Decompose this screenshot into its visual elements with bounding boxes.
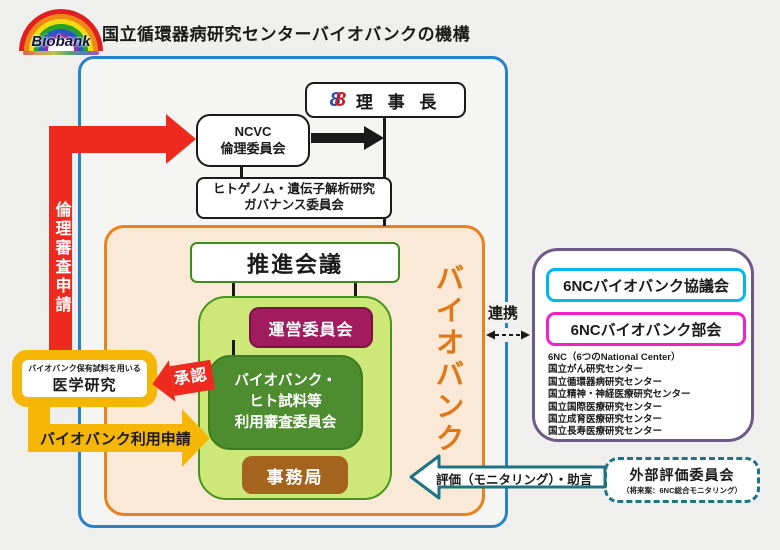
- nc-list-item: 国立循環器病研究センター: [548, 376, 663, 388]
- ethics-to-president-arrow: [311, 133, 366, 143]
- 6nc-council-box: 6NCバイオバンク協議会: [546, 268, 746, 302]
- page-title: 国立循環器病研究センターバイオバンクの機構: [102, 25, 471, 44]
- nc-list-item: 国立精神・神経医療研究センター: [548, 389, 691, 401]
- nc-list-item: 国立国際医療研究センター: [548, 401, 663, 413]
- nc-list-item: 6NC（6つのNational Center）: [548, 352, 681, 363]
- nc-list-item: 国立長寿医療研究センター: [548, 426, 663, 438]
- ncvc-ethics-line1: NCVC: [234, 123, 272, 139]
- evaluation-arrow: [409, 454, 607, 500]
- promotion-council-box: 推進会議: [190, 242, 400, 283]
- ncvc-ethics-committee-box: NCVC 倫理委員会: [196, 114, 310, 167]
- nc-list-item: 国立成育医療研究センター: [548, 414, 663, 426]
- national-center-list: 6NC（6つのNational Center） 国立がん研究センター 国立循環器…: [548, 352, 748, 439]
- ethics-to-president-arrowhead: [364, 126, 384, 150]
- external-committee-title: 外部評価委員会: [629, 466, 735, 483]
- ethics-application-arrow: [49, 128, 72, 350]
- genome-line2: ガバナンス委員会: [244, 198, 344, 212]
- medical-research-subtitle: バイオバンク保有試料を用いる: [28, 363, 141, 373]
- medical-research-inner: バイオバンク保有試料を用いる 医学研究: [22, 360, 147, 397]
- ethics-application-arrow-body: [49, 126, 167, 153]
- collaboration-label: 連携: [486, 302, 521, 323]
- external-evaluation-committee-box: 外部評価委員会 （将来案：6NC総合モニタリング）: [604, 457, 760, 503]
- usage-arrow-body: [28, 424, 182, 452]
- inner-connector-line: [232, 340, 235, 356]
- medical-research-box: バイオバンク保有試料を用いる 医学研究: [12, 350, 157, 407]
- 6nc-subcommittee-box: 6NCバイオバンク部会: [546, 312, 746, 346]
- external-committee-subtitle: （将来案：6NC総合モニタリング）: [621, 485, 742, 495]
- review-line3: 利用審査委員会: [234, 415, 337, 431]
- evaluation-label: 評価（モニタリング）・助言: [436, 473, 593, 487]
- steering-committee-box: 運営委員会: [249, 307, 373, 348]
- review-line1: バイオバンク・: [234, 372, 337, 389]
- ethics-genome-connector-line: [240, 166, 243, 178]
- collaboration-dashed-arrow-icon: [485, 328, 531, 342]
- medical-research-title: 医学研究: [52, 376, 117, 394]
- secretariat-box: 事務局: [242, 456, 348, 494]
- usage-arrow-stem: [28, 402, 50, 426]
- president-label: 理 事 長: [355, 92, 442, 112]
- ethics-application-arrowhead: [166, 114, 196, 164]
- biobank-vertical-label: バイオバンク: [431, 262, 463, 455]
- council-to-steering-line: [354, 281, 357, 309]
- biobank-logo: Biobank: [13, 7, 109, 56]
- usage-arrowhead: [182, 409, 210, 467]
- logo-tagline-strip: [23, 51, 99, 55]
- biobank-logo-text: Biobank: [31, 33, 91, 50]
- usage-application-label: バイオバンク利用申請: [40, 431, 191, 448]
- president-connector-line: [383, 116, 386, 226]
- ethics-application-label: 倫理審査申請: [52, 200, 70, 315]
- review-line2: ヒト試料等: [249, 393, 322, 410]
- review-committee-box: バイオバンク・ ヒト試料等 利用審査委員会: [208, 355, 363, 450]
- ncvc-ethics-line2: 倫理委員会: [220, 140, 286, 156]
- genome-governance-committee-box: ヒトゲノム・遺伝子解析研究 ガバナンス委員会: [196, 177, 392, 219]
- nc-list-item: 国立がん研究センター: [548, 364, 644, 376]
- approval-label: 承認: [169, 359, 216, 396]
- genome-line1: ヒトゲノム・遺伝子解析研究: [212, 182, 376, 197]
